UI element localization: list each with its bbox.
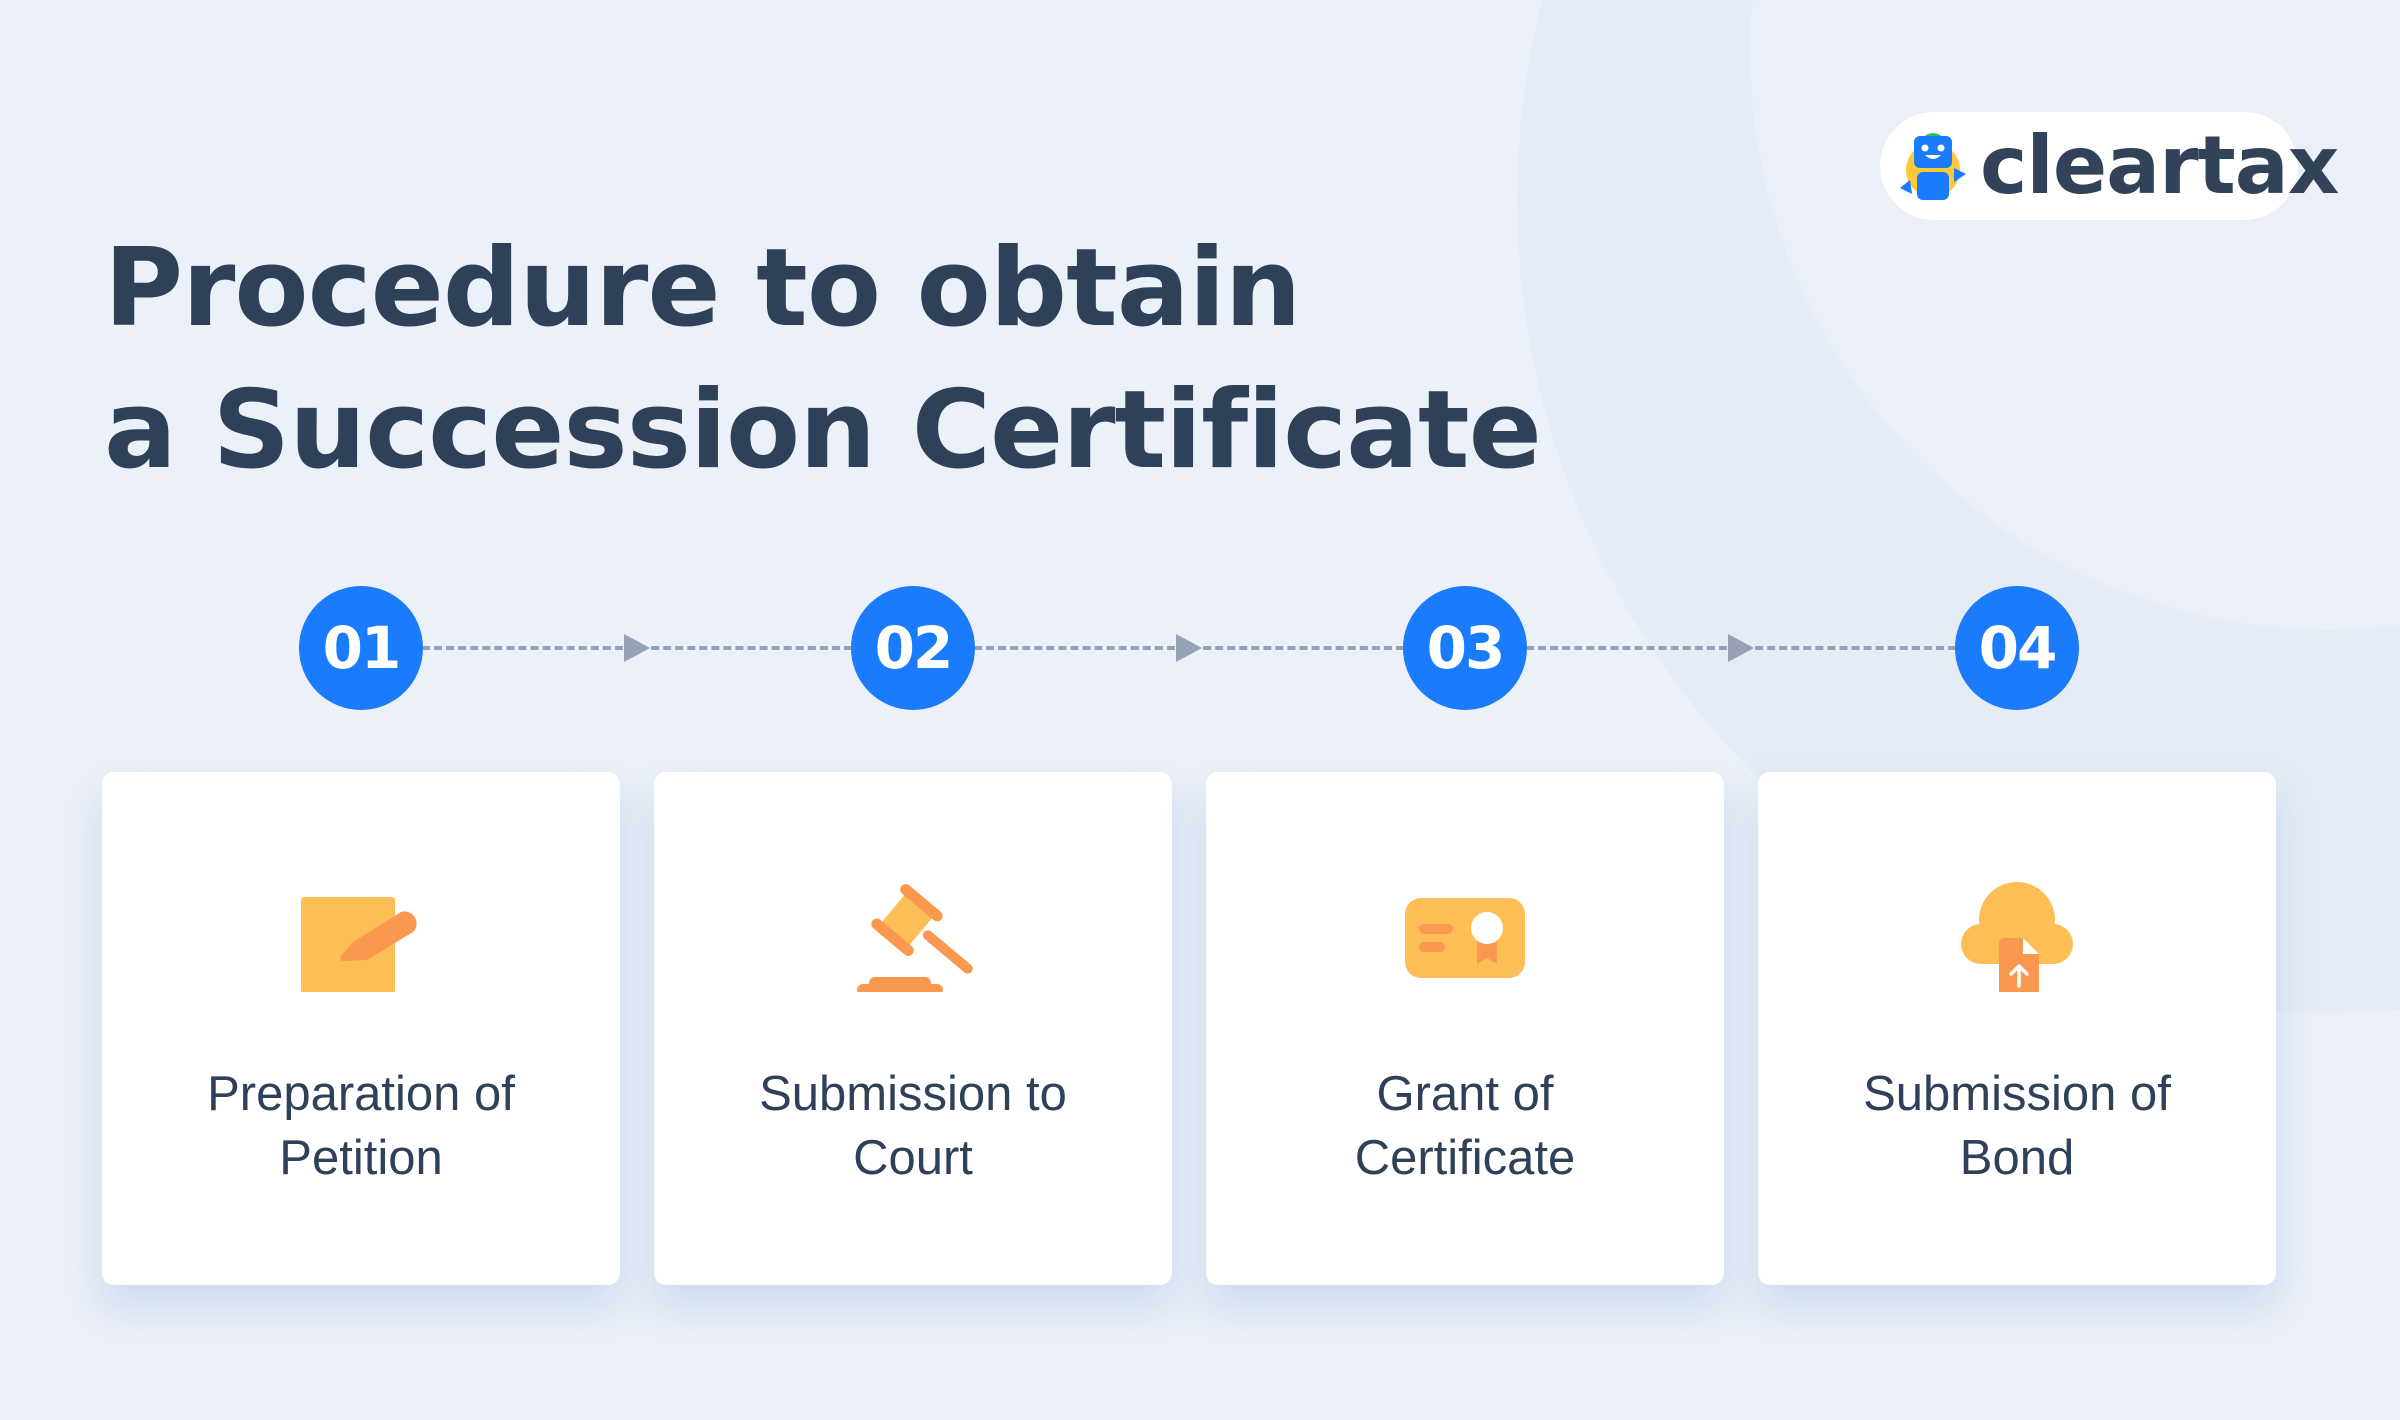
arrow-right-icon xyxy=(624,634,650,662)
robot-mascot-icon xyxy=(1898,128,1968,204)
gavel-icon xyxy=(853,872,973,996)
step-number-badge: 02 xyxy=(851,586,975,710)
title-line-2: a Succession Certificate xyxy=(104,368,1542,493)
step-card-submission-of-bond: Submission of Bond xyxy=(1758,772,2276,1285)
step-label: Submission to Court xyxy=(759,1067,1067,1185)
step-number-badge: 01 xyxy=(299,586,423,710)
page-title: Procedure to obtain a Succession Certifi… xyxy=(104,218,1542,502)
step-label: Preparation of Petition xyxy=(207,1067,515,1185)
step-card-grant-of-certificate: Grant of Certificate xyxy=(1206,772,1724,1285)
document-pencil-icon xyxy=(301,872,421,993)
step-card-preparation-of-petition: Preparation of Petition xyxy=(102,772,620,1285)
step-number-badge: 04 xyxy=(1955,586,2079,710)
brand-name: cleartax xyxy=(1980,119,2339,212)
title-line-1: Procedure to obtain xyxy=(104,226,1302,351)
step-card-submission-to-court: Submission to Court xyxy=(654,772,1172,1285)
step-number-badge: 03 xyxy=(1403,586,1527,710)
arrow-right-icon xyxy=(1728,634,1754,662)
cleartax-logo: cleartax xyxy=(1880,112,2339,220)
step-timeline: 01 02 03 04 xyxy=(0,586,2400,710)
cloud-upload-document-icon xyxy=(1957,872,2077,998)
arrow-right-icon xyxy=(1176,634,1202,662)
step-label: Submission of Bond xyxy=(1863,1067,2171,1185)
certificate-icon xyxy=(1405,872,1525,992)
step-label: Grant of Certificate xyxy=(1354,1067,1576,1185)
